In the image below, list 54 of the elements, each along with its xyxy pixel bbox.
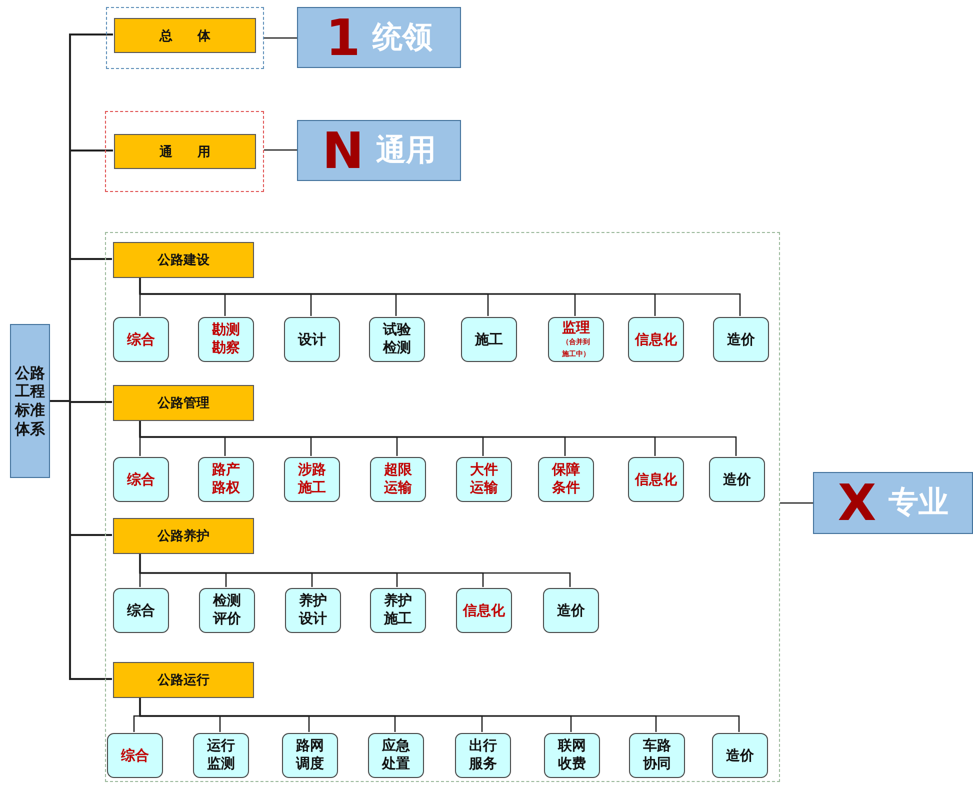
item-box: 施工	[461, 317, 517, 362]
item-box: 检测评价	[199, 588, 255, 633]
big-letter: X	[838, 478, 876, 528]
item-box: 大件运输	[456, 457, 512, 502]
item-box	[548, 317, 604, 362]
category-box: 公路管理	[113, 385, 254, 421]
item-box: 造价	[543, 588, 599, 633]
category-box: 公路养护	[113, 518, 254, 554]
item-box: 运行监测	[193, 733, 249, 778]
dashed-frame	[105, 111, 264, 192]
dashed-frame	[106, 7, 264, 69]
box-label: 专业	[888, 488, 948, 518]
category-box: 公路运行	[113, 662, 254, 698]
connector-line	[139, 553, 571, 587]
connector-line	[264, 37, 297, 39]
item-box: 信息化	[456, 588, 512, 633]
label-box	[813, 472, 973, 534]
item-box: 综合	[113, 317, 169, 362]
item-box: 综合	[107, 733, 163, 778]
item-box: 造价	[713, 317, 769, 362]
item-box: 信息化	[628, 457, 684, 502]
item-box: 设计	[284, 317, 340, 362]
item-box: 应急处置	[368, 733, 424, 778]
dashed-frame	[105, 232, 780, 782]
root-box: 公路工程标准体系	[10, 324, 50, 478]
item-box: 综合	[113, 457, 169, 502]
big-letter: N	[322, 126, 364, 176]
box-label: 统领	[372, 22, 432, 52]
item-box: 路网调度	[282, 733, 338, 778]
big-letter: 1	[326, 12, 360, 62]
item-box: 养护施工	[370, 588, 426, 633]
item-label: 监理	[562, 319, 590, 338]
connector-line	[780, 502, 813, 504]
item-box: 养护设计	[285, 588, 341, 633]
item-box: 超限运输	[370, 457, 426, 502]
item-box: 保障条件	[538, 457, 594, 502]
item-box: 综合	[113, 588, 169, 633]
item-box: 联网收费	[544, 733, 600, 778]
item-box: 出行服务	[455, 733, 511, 778]
item-box: 信息化	[628, 317, 684, 362]
label-box	[297, 7, 461, 68]
item-box: 造价	[709, 457, 765, 502]
label-box	[297, 120, 461, 181]
category-box: 公路建设	[113, 242, 254, 278]
item-box: 造价	[712, 733, 768, 778]
item-box: 路产路权	[198, 457, 254, 502]
item-box: 涉路施工	[284, 457, 340, 502]
category-box: 总体	[114, 18, 256, 53]
box-label: 通用	[376, 136, 436, 166]
item-box: 车路协同	[629, 733, 685, 778]
connector-line	[264, 149, 297, 151]
category-box: 通用	[114, 134, 256, 169]
item-box: 试验检测	[369, 317, 425, 362]
item-box: 勘测勘察	[198, 317, 254, 362]
